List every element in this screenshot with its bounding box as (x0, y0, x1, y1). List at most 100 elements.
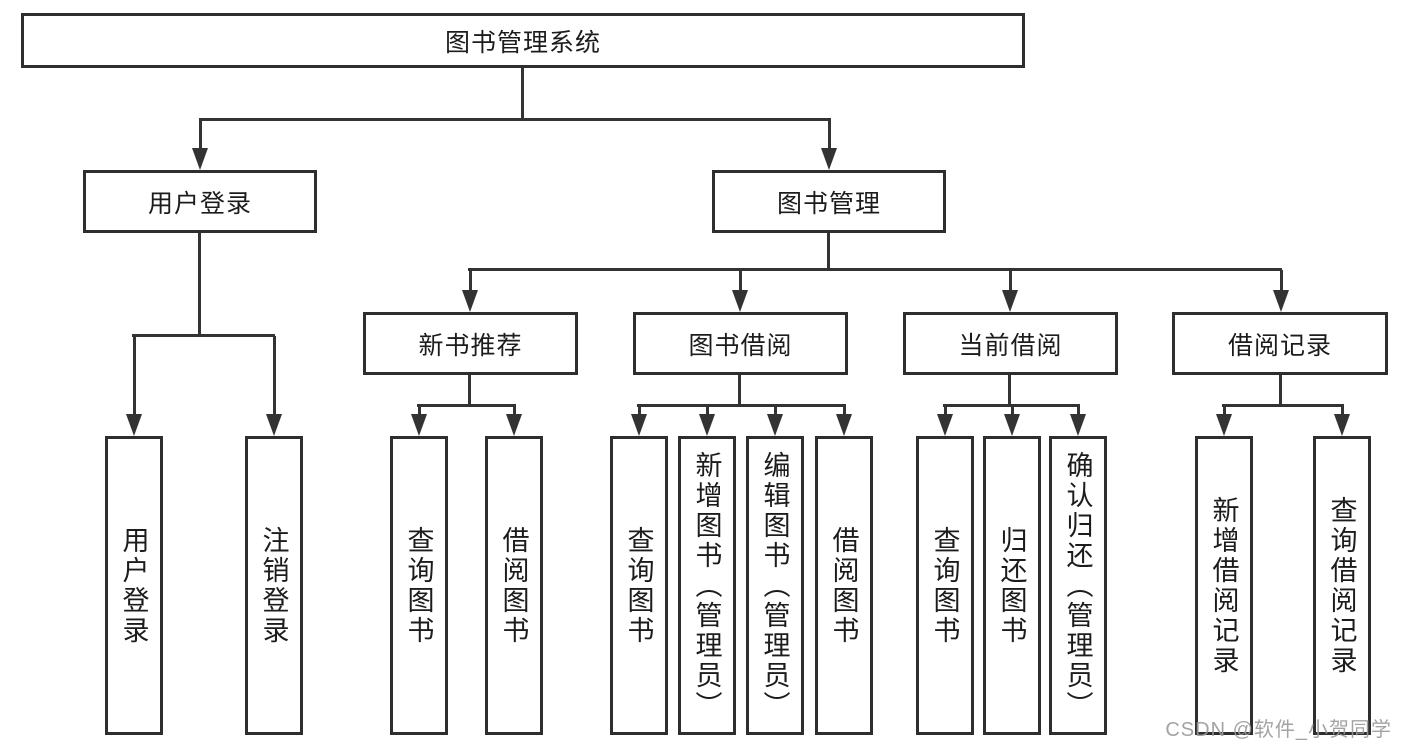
connector-rail-book-management (468, 268, 1282, 271)
node-user-login: 用户登录 (83, 170, 317, 233)
connector-stem-new-book-recommend (468, 375, 471, 406)
arrow-head-icon (1216, 414, 1232, 436)
arrow-to-new-book-recommend (462, 270, 478, 312)
arrow-shaft (842, 405, 846, 416)
arrow-root-to-user-login (192, 119, 208, 170)
node-root-label: 图书管理系统 (444, 28, 601, 57)
arrow-to-leaf-logout (266, 336, 282, 436)
leaf-confirm-return-admin-label: 确认归还（管理员） (1062, 450, 1093, 721)
node-book-management: 图书管理 (712, 170, 946, 233)
arrow-head-icon (1004, 414, 1020, 436)
leaf-user-login-label: 用户登录 (118, 525, 149, 646)
arrow-to-leaf-query-book-2 (631, 405, 647, 436)
node-user-login-label: 用户登录 (147, 189, 252, 218)
arrow-head-icon (937, 414, 953, 436)
arrow-to-leaf-add-book-admin (699, 405, 715, 436)
arrow-shaft (827, 119, 831, 150)
connector-rail-new-book-recommend (417, 404, 516, 407)
arrow-to-leaf-add-borrow-record (1216, 405, 1232, 436)
node-book-management-label: 图书管理 (776, 189, 881, 218)
arrow-head-icon (699, 414, 715, 436)
arrow-head-icon (1070, 414, 1086, 436)
arrow-to-leaf-edit-book-admin (767, 405, 783, 436)
arrow-to-leaf-confirm-return-admin (1070, 405, 1086, 436)
node-borrowing-records-label: 借阅记录 (1227, 331, 1332, 360)
arrow-head-icon (1002, 290, 1018, 312)
arrow-to-leaf-query-borrow-record (1334, 405, 1350, 436)
connector-stem-book-management (827, 233, 830, 270)
connector-stem-book-borrowing (738, 375, 741, 406)
arrow-head-icon (631, 414, 647, 436)
arrow-to-leaf-borrow-book-1 (506, 405, 522, 436)
node-book-borrowing: 图书借阅 (633, 312, 848, 375)
arrow-shaft (943, 405, 947, 416)
leaf-add-borrow-record-label: 新增借阅记录 (1208, 495, 1239, 676)
arrow-head-icon (506, 414, 522, 436)
connector-stem-borrowing-records (1279, 375, 1282, 406)
leaf-return-book: 归还图书 (983, 436, 1041, 735)
arrow-head-icon (462, 290, 478, 312)
arrow-to-leaf-borrow-book-2 (836, 405, 852, 436)
connector-stem-root (521, 68, 524, 120)
arrow-shaft (1222, 405, 1226, 416)
connector-stem-current-borrowing (1008, 375, 1011, 406)
leaf-query-book-3: 查询图书 (916, 436, 974, 735)
node-borrowing-records: 借阅记录 (1172, 312, 1388, 375)
arrow-head-icon (266, 414, 282, 436)
connector-rail-borrowing-records (1222, 404, 1344, 407)
node-book-borrowing-label: 图书借阅 (688, 331, 793, 360)
leaf-return-book-label: 归还图书 (996, 525, 1027, 646)
arrow-to-leaf-query-book-1 (411, 405, 427, 436)
connector-rail-root (199, 118, 831, 121)
leaf-query-book-1: 查询图书 (390, 436, 448, 735)
arrow-to-current-borrowing (1002, 270, 1018, 312)
leaf-edit-book-admin-label: 编辑图书（管理员） (759, 450, 790, 721)
arrow-shaft (1008, 270, 1012, 292)
arrow-shaft (1010, 405, 1014, 416)
arrow-head-icon (1273, 290, 1289, 312)
arrow-shaft (417, 405, 421, 416)
leaf-user-login: 用户登录 (105, 436, 163, 735)
connector-rail-book-borrowing (637, 404, 846, 407)
arrow-shaft (1279, 270, 1283, 292)
arrow-shaft (637, 405, 641, 416)
arrow-head-icon (126, 414, 142, 436)
node-current-borrowing: 当前借阅 (903, 312, 1118, 375)
leaf-query-borrow-record: 查询借阅记录 (1313, 436, 1371, 735)
arrow-to-leaf-user-login (126, 336, 142, 436)
arrow-head-icon (821, 148, 837, 170)
arrow-head-icon (192, 148, 208, 170)
leaf-logout: 注销登录 (245, 436, 303, 735)
arrow-head-icon (836, 414, 852, 436)
node-new-book-recommend-label: 新书推荐 (418, 331, 523, 360)
arrow-head-icon (1334, 414, 1350, 436)
arrow-root-to-book-management (821, 119, 837, 170)
leaf-logout-label: 注销登录 (258, 525, 289, 646)
leaf-query-book-2: 查询图书 (610, 436, 668, 735)
arrow-to-book-borrowing (732, 270, 748, 312)
node-root: 图书管理系统 (21, 13, 1025, 68)
node-current-borrowing-label: 当前借阅 (958, 331, 1063, 360)
arrow-shaft (738, 270, 742, 292)
arrow-to-borrowing-records (1273, 270, 1289, 312)
arrow-shaft (1340, 405, 1344, 416)
leaf-borrow-book-2: 借阅图书 (815, 436, 873, 735)
arrow-shaft (512, 405, 516, 416)
leaf-confirm-return-admin: 确认归还（管理员） (1049, 436, 1107, 735)
arrow-head-icon (732, 290, 748, 312)
leaf-add-book-admin: 新增图书（管理员） (678, 436, 736, 735)
arrow-to-leaf-return-book (1004, 405, 1020, 436)
arrow-shaft (1076, 405, 1080, 416)
leaf-query-book-1-label: 查询图书 (403, 525, 434, 646)
arrow-shaft (132, 336, 136, 416)
leaf-edit-book-admin: 编辑图书（管理员） (746, 436, 804, 735)
leaf-borrow-book-1-label: 借阅图书 (498, 525, 529, 646)
node-new-book-recommend: 新书推荐 (363, 312, 578, 375)
leaf-add-book-admin-label: 新增图书（管理员） (691, 450, 722, 721)
arrow-shaft (272, 336, 276, 416)
leaf-borrow-book-2-label: 借阅图书 (828, 525, 859, 646)
csdn-watermark: CSDN @软件_小贺同学 (1165, 719, 1392, 741)
leaf-query-book-3-label: 查询图书 (929, 525, 960, 646)
arrow-head-icon (411, 414, 427, 436)
